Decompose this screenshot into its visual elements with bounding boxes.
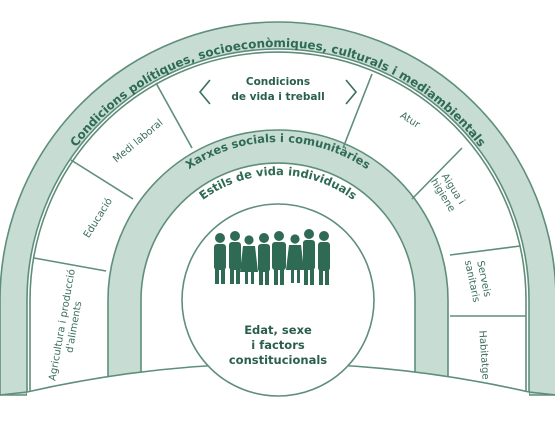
segment-dividers xyxy=(33,73,526,317)
group-of-people-icon xyxy=(214,229,330,285)
segment-label-line: Habitatge xyxy=(476,330,490,380)
bottom-cutout xyxy=(27,363,529,431)
chevron-left-icon xyxy=(198,79,211,105)
core-label-line-3: constitucionals xyxy=(229,353,327,367)
chevron-right-icon xyxy=(345,79,358,105)
outer-ring xyxy=(0,21,555,396)
segment-label: Habitatge xyxy=(476,330,490,380)
living-conditions-title-1: Condicions xyxy=(246,76,310,88)
core-label-line-1: Edat, sexe xyxy=(244,323,312,337)
core-label-line-2: i factors xyxy=(251,338,305,352)
living-conditions-title-2: de vida i treball xyxy=(231,91,324,103)
